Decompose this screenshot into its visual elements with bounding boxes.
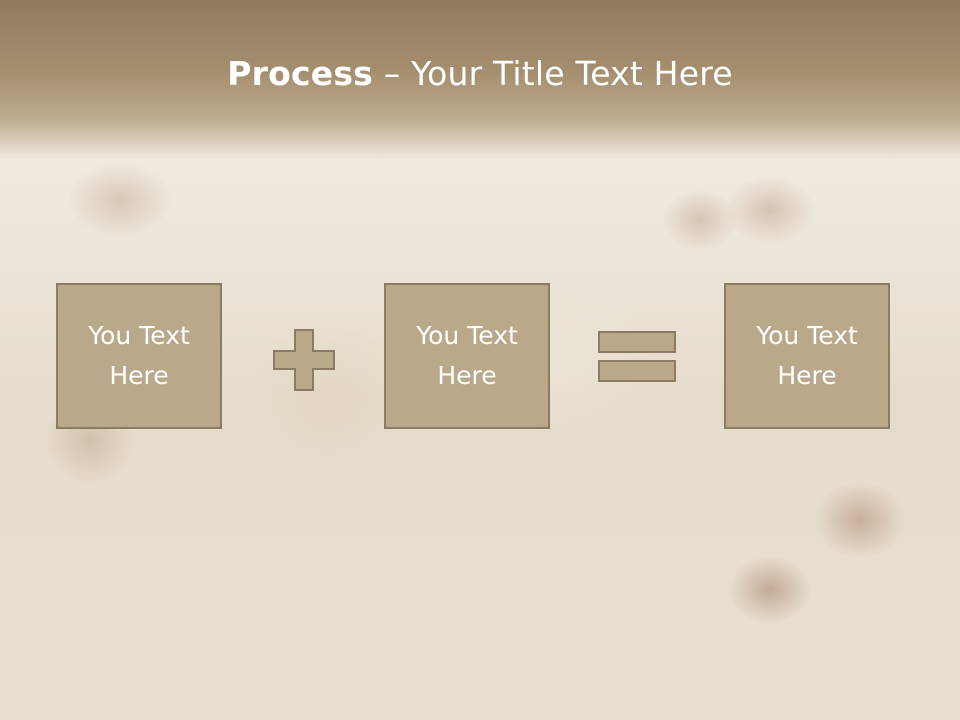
equals-icon	[598, 331, 676, 382]
title-rest: – Your Title Text Here	[373, 54, 733, 93]
process-box-1[interactable]: You Text Here	[56, 283, 222, 429]
plus-icon	[273, 329, 335, 391]
header-band	[0, 0, 960, 160]
slide-title: Process – Your Title Text Here	[0, 52, 960, 96]
process-box-3[interactable]: You Text Here	[724, 283, 890, 429]
process-box-2[interactable]: You Text Here	[384, 283, 550, 429]
title-bold: Process	[227, 54, 374, 93]
